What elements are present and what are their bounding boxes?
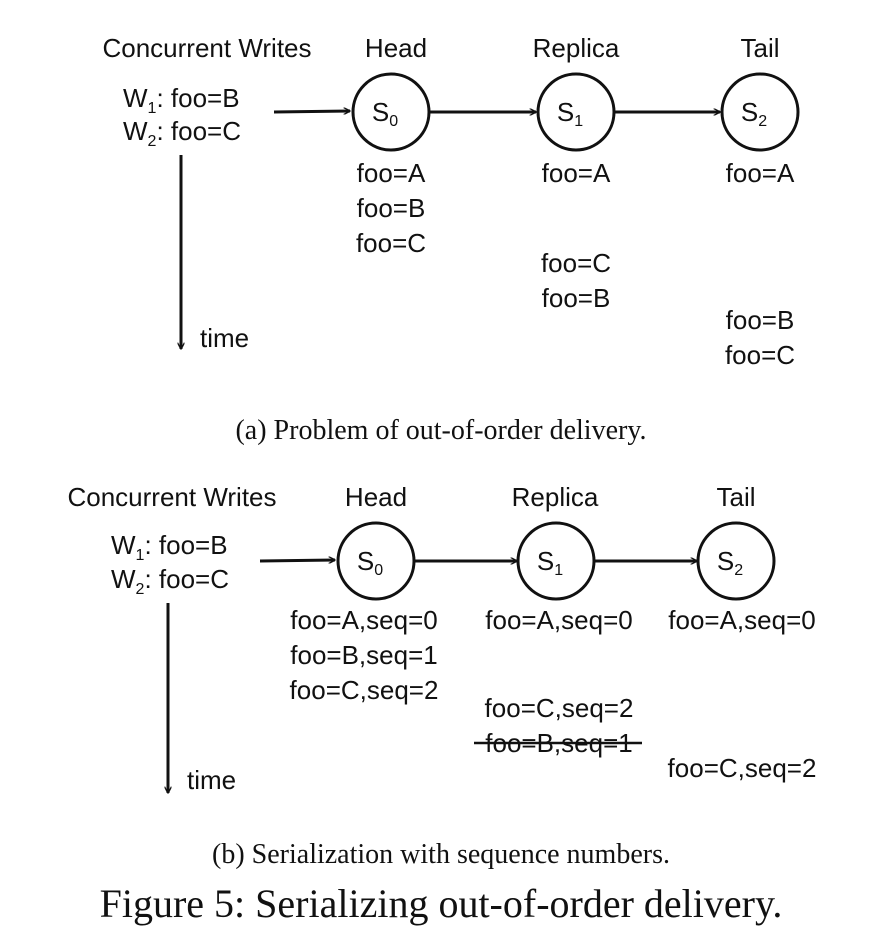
time-label: time: [200, 323, 249, 353]
caption-a: (a) Problem of out-of-order delivery.: [235, 415, 646, 446]
head-state: foo=C,seq=2: [290, 675, 439, 705]
node-tail: S2: [720, 72, 800, 152]
write-w2: W2: foo=C: [123, 116, 241, 150]
replica-state: foo=A,seq=0: [485, 605, 632, 635]
svg-text:S2: S2: [717, 546, 743, 579]
header-tail: Tail: [740, 33, 779, 63]
head-state: foo=B,seq=1: [290, 640, 437, 670]
write-w2: W2: foo=C: [111, 564, 229, 598]
tail-state: foo=C,seq=2: [668, 753, 817, 783]
header-replica: Replica: [533, 33, 620, 63]
head-state: foo=B: [357, 193, 426, 223]
node-tail: S2: [696, 521, 776, 601]
svg-text:S0: S0: [372, 97, 398, 130]
replica-state: foo=C: [541, 248, 611, 278]
header-head: Head: [365, 33, 427, 63]
write-w1: W1: foo=B: [111, 530, 228, 564]
arrow-writes-to-head: [273, 111, 350, 112]
svg-text:S1: S1: [557, 97, 583, 130]
node-head: S0: [351, 72, 431, 152]
caption-b: (b) Serialization with sequence numbers.: [212, 839, 670, 870]
head-state: foo=A,seq=0: [290, 605, 437, 635]
head-state: foo=C: [356, 228, 426, 258]
figure-caption: Figure 5: Serializing out-of-order deliv…: [100, 881, 783, 926]
header-tail: Tail: [716, 482, 755, 512]
node-replica: S1: [516, 521, 596, 601]
tail-state: foo=C: [725, 340, 795, 370]
write-w1: W1: foo=B: [123, 83, 240, 117]
header-concurrent-writes: Concurrent Writes: [102, 33, 311, 63]
svg-text:S0: S0: [357, 546, 383, 579]
replica-state: foo=C,seq=2: [485, 693, 634, 723]
header-replica: Replica: [512, 482, 599, 512]
head-state: foo=A: [357, 158, 426, 188]
svg-text:S1: S1: [537, 546, 563, 579]
panel-b: Concurrent Writes Head Replica Tail W1: …: [67, 482, 816, 870]
panel-a: Concurrent Writes Head Replica Tail W1: …: [102, 33, 800, 446]
replica-state: foo=B: [542, 283, 611, 313]
node-head: S0: [336, 521, 416, 601]
replica-state: foo=A: [542, 158, 611, 188]
tail-state: foo=B: [726, 305, 795, 335]
header-concurrent-writes: Concurrent Writes: [67, 482, 276, 512]
tail-state: foo=A: [726, 158, 795, 188]
time-label: time: [187, 765, 236, 795]
arrow-writes-to-head: [259, 560, 335, 561]
header-head: Head: [345, 482, 407, 512]
node-replica: S1: [536, 72, 616, 152]
svg-text:S2: S2: [741, 97, 767, 130]
tail-state: foo=A,seq=0: [668, 605, 815, 635]
